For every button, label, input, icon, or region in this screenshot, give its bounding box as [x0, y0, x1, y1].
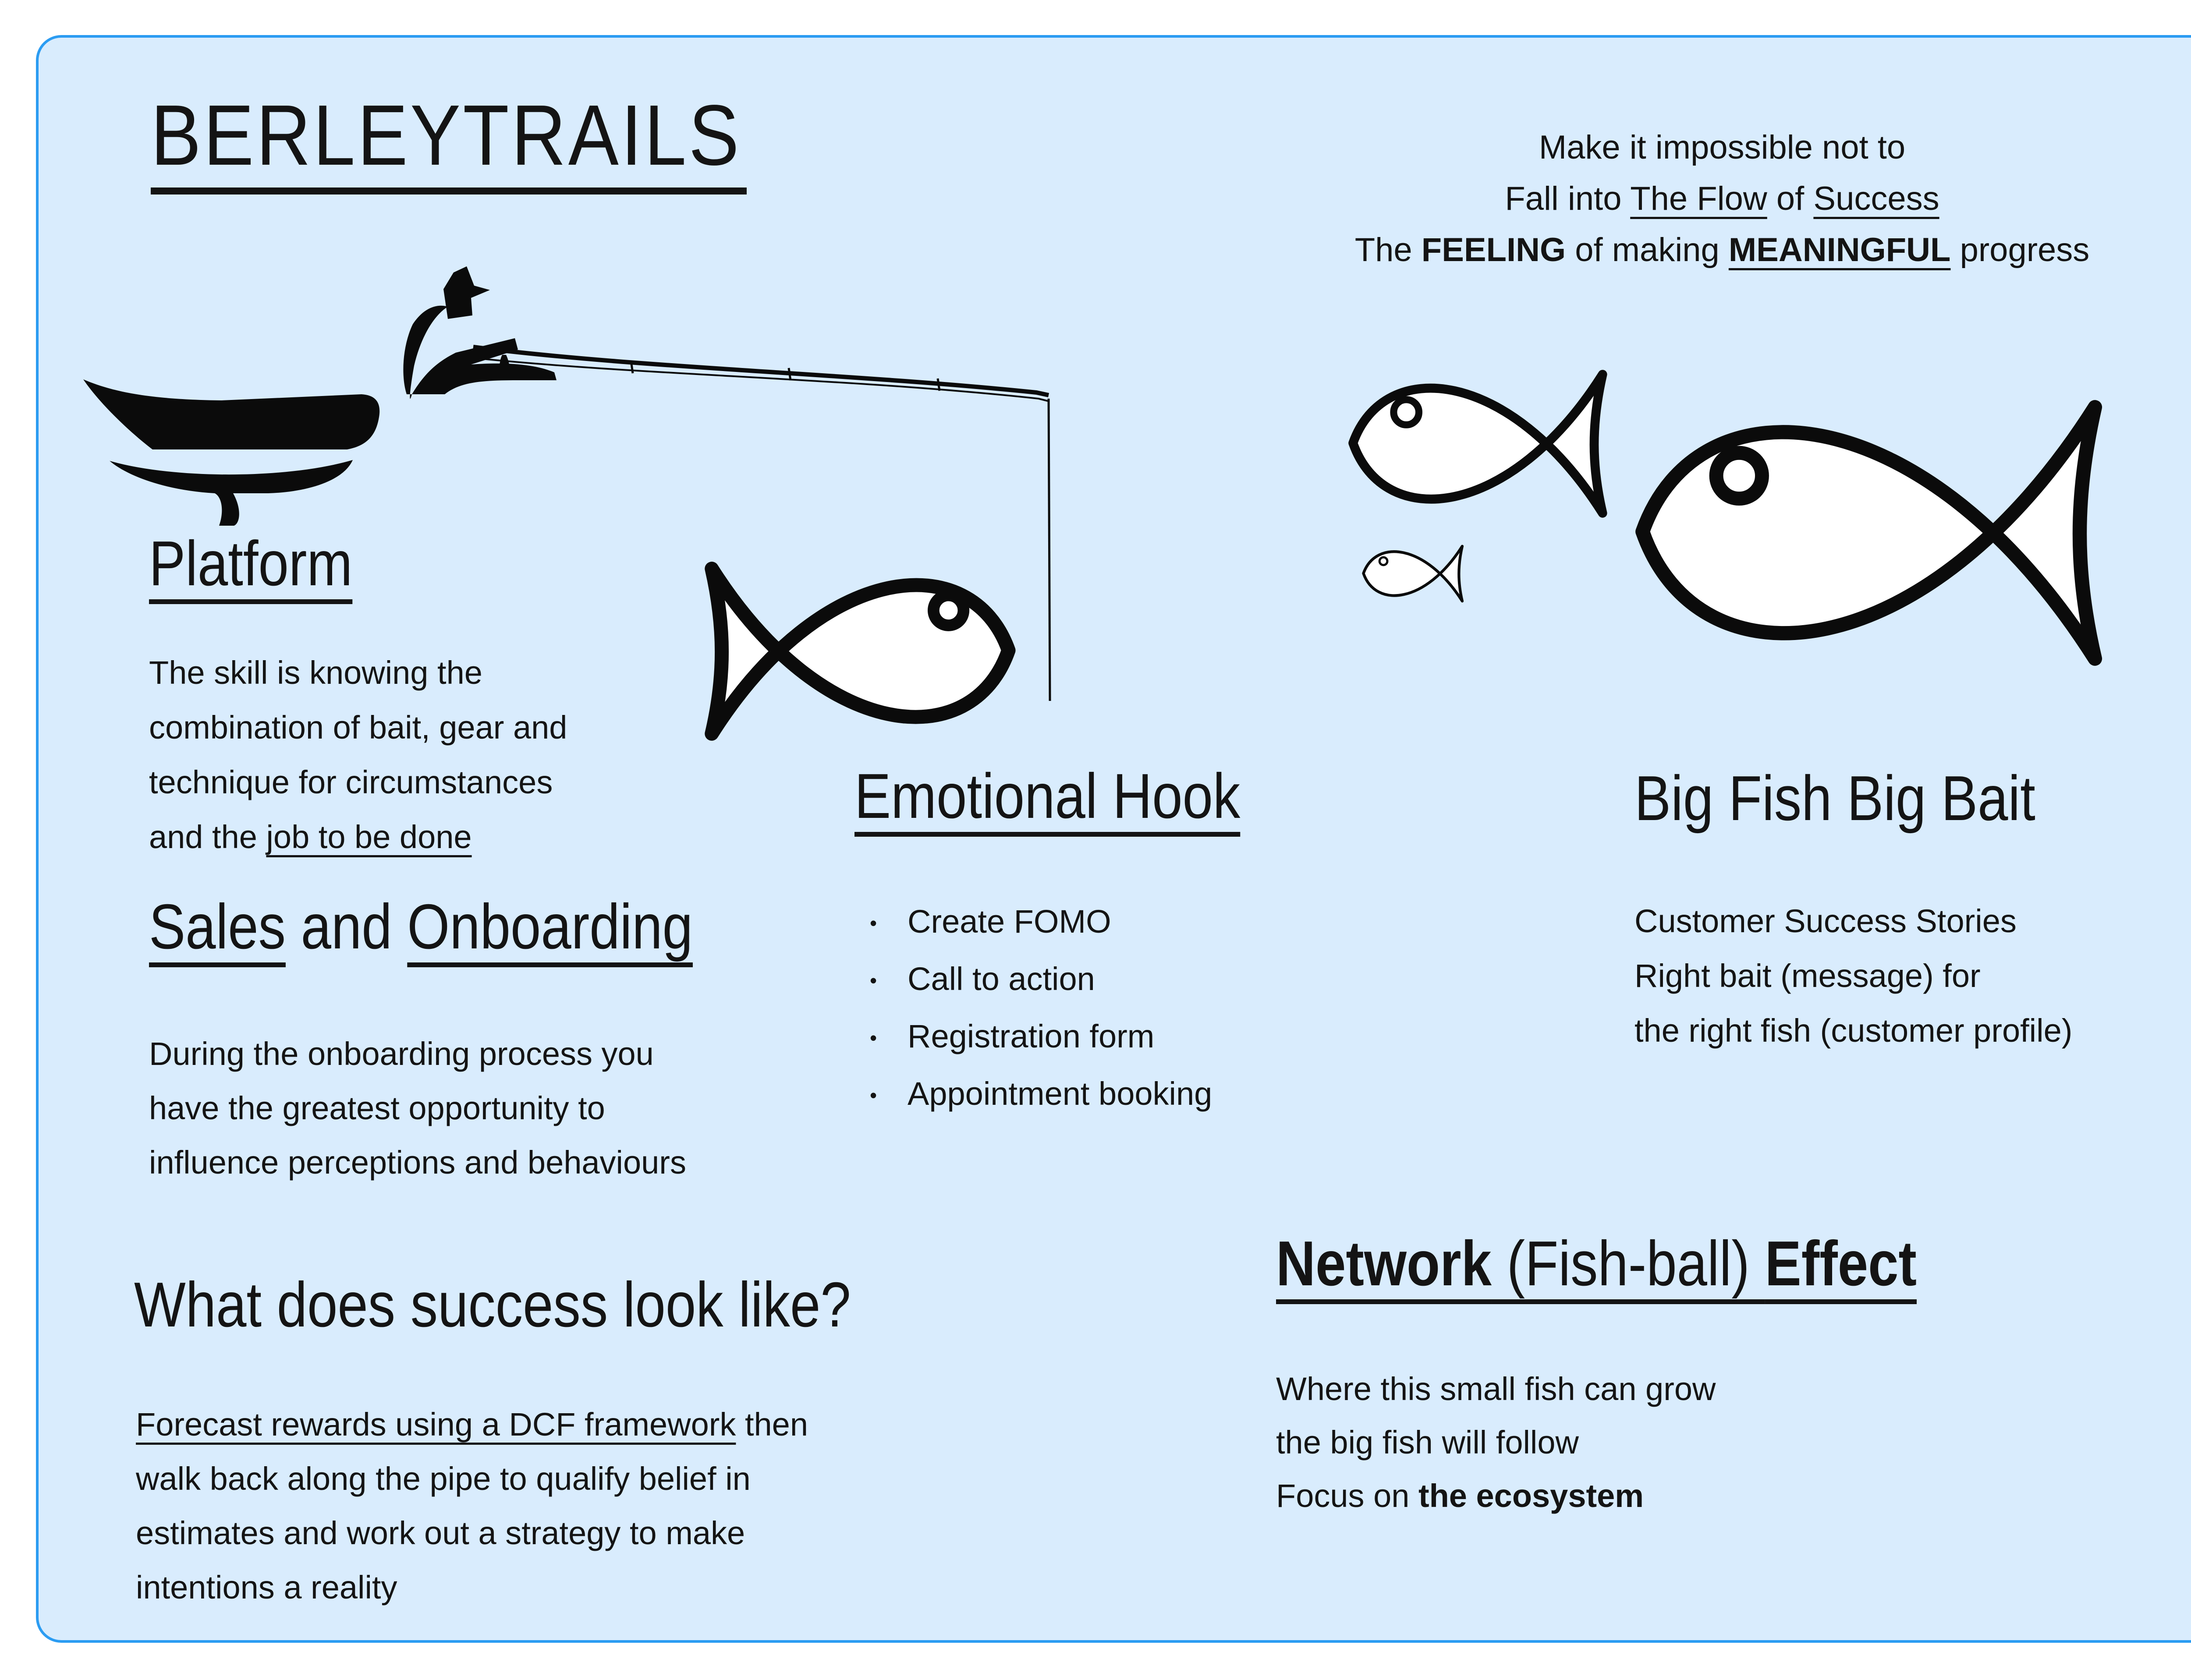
page-title: BERLEYTRAILS: [151, 87, 741, 183]
bullet-icon: •: [870, 969, 877, 992]
success-heading: What does success look like?: [134, 1269, 851, 1340]
big-fish-icon: [1635, 400, 2102, 666]
sales-onboarding-body: During the onboarding process you have t…: [149, 1036, 686, 1181]
list-item: •Appointment booking: [870, 1066, 1212, 1123]
sales-onboarding-heading: Sales and Onboarding: [149, 891, 693, 962]
medium-fish-icon: [1348, 370, 1607, 518]
small-fish-icon: [1362, 545, 1464, 603]
title-underline: [151, 187, 747, 195]
tagline-line-2: Fall into The Flow of Success: [1505, 180, 1939, 217]
success-body: Forecast rewards using a DCF framework t…: [136, 1406, 808, 1606]
emotional-hook-list: •Create FOMO •Call to action •Registrati…: [870, 894, 1212, 1123]
tagline-line-1: Make it impossible not to: [1539, 129, 1906, 166]
hooked-bait-fish-icon: [705, 562, 1016, 741]
list-item: •Call to action: [870, 951, 1212, 1008]
list-item: •Registration form: [870, 1008, 1212, 1066]
bullet-icon: •: [870, 1026, 877, 1049]
fishing-rod-and-line: [473, 345, 1051, 701]
big-fish-big-bait-heading: Big Fish Big Bait: [1634, 763, 2035, 834]
platform-heading: Platform: [149, 528, 353, 599]
list-item: •Create FOMO: [870, 894, 1212, 951]
bullet-icon: •: [870, 1084, 877, 1107]
bullet-icon: •: [870, 912, 877, 934]
platform-body: The skill is knowing the combination of …: [149, 654, 567, 855]
fisherman-boat-icon: [83, 266, 557, 526]
tagline: Make it impossible not to Fall into The …: [1284, 122, 2160, 276]
emotional-hook-heading: Emotional Hook: [854, 760, 1241, 831]
board-panel: [36, 35, 2191, 1643]
big-fish-big-bait-body: Customer Success Stories Right bait (mes…: [1634, 903, 2073, 1049]
network-effect-heading: Network (Fish-ball) Effect: [1276, 1228, 1917, 1299]
tagline-line-3: The FEELING of making MEANINGFUL progres…: [1354, 231, 2090, 269]
network-effect-body: Where this small fish can grow the big f…: [1276, 1371, 1716, 1514]
